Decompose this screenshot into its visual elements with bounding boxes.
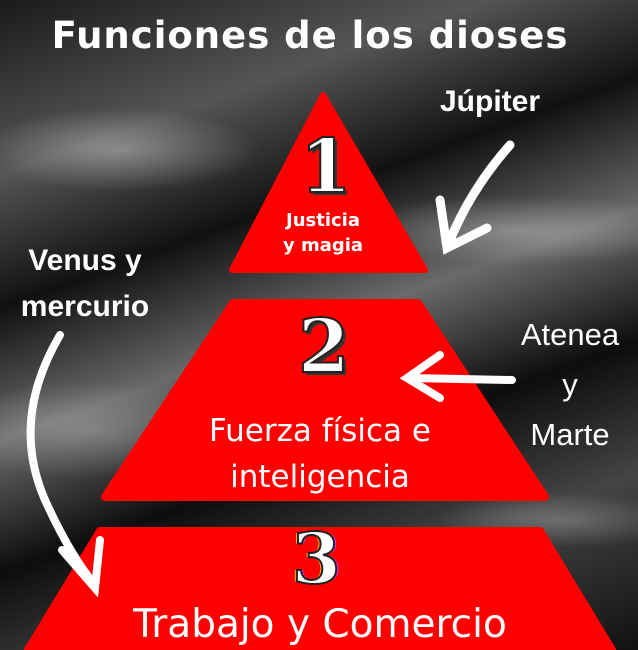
tier-1-line: Justicia [286,210,360,231]
god-label-jupiter: Júpiter [440,85,541,118]
tier-2-line: Fuerza física e [209,413,431,449]
tier-2-trapezoid [101,299,549,501]
page-title: Funciones de los dioses [51,14,569,57]
arrow-icon-jupiter [435,140,515,255]
tier-3-function: Trabajo y Comercio [133,602,507,647]
tier-2-function: Fuerza física e inteligencia [140,408,500,500]
arrow-icon-venus [26,331,104,598]
god-label-line: Marte [530,417,610,452]
tier-1-triangle [229,92,428,273]
tier-1-number: 1 [299,124,352,210]
god-label-line: Venus y [28,244,142,277]
god-label-line: y [562,367,578,402]
tier-1-function: Justicia y magia [262,208,384,258]
tier-2-number: 2 [297,304,350,390]
god-label-venus-mercurio: Venus y mercurio [0,238,170,330]
tier-2-line: inteligencia [230,459,410,495]
god-label-line: Atenea [520,317,620,352]
god-label-atenea-marte: Atenea y Marte [505,310,635,460]
arrow-icon-atenea [399,351,516,402]
tier-3-number: 3 [291,517,342,600]
god-label-line: mercurio [20,290,150,323]
tier-1-line: y magia [282,235,364,256]
tier-3-trapezoid [24,527,616,650]
